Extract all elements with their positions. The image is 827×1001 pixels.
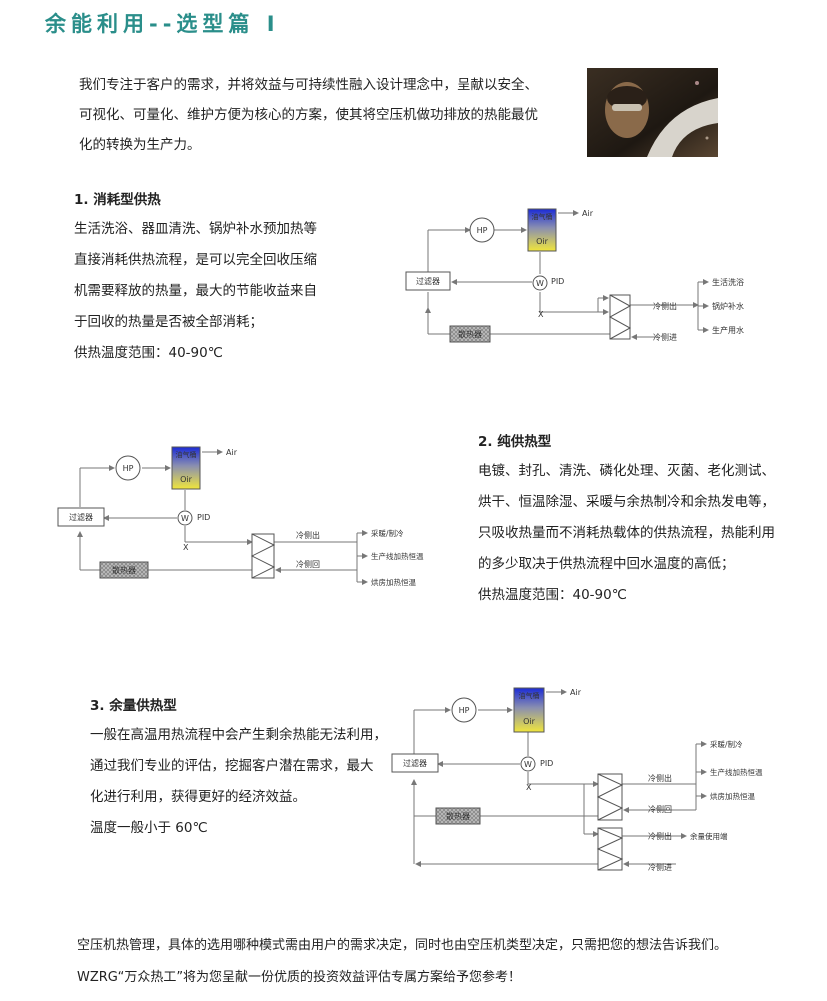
heat-exchanger-icon [597,827,623,871]
filter-box [57,507,105,527]
oil-tank-icon [527,208,557,252]
cold-out-label: 冷侧出 [296,530,320,540]
section-line: 温度一般小于 60℃ [90,820,208,836]
filter-label: 过滤器 [69,512,93,522]
section-heading: 3. 余量供热型 [90,698,177,714]
heat-pump-icon [115,455,141,481]
radiator-label: 散热器 [458,329,482,339]
heat-exchanger-icon [251,533,275,579]
intro-line: 我们专注于客户的需求，并将效益与可持续性融入设计理念中，呈献以安全、 [79,77,538,93]
section-line: 供热温度范围：40-90℃ [74,345,223,361]
use-label: 生产线加热恒温 [371,551,424,561]
heat-pump-icon [451,697,477,723]
cold-in-label: 冷侧进 [648,862,672,872]
oir-label: Oir [523,717,536,726]
radiator-box [449,325,491,343]
pid-label: PID [551,277,564,286]
engineer-photo [587,68,718,157]
diagram-pure-heating: HP 油气桶 Oir Air W PID X 过滤器 散热器 冷侧出 冷侧回 采… [57,446,424,587]
use-label: 生产线加热恒温 [710,767,763,777]
valve-icon [532,275,548,291]
tank-label: 油气桶 [519,691,540,700]
intro-line: 可视化、可量化、维护方便为核心的方案，使其将空压机做功排放的热能最优 [79,107,538,123]
hp-label: HP [477,226,488,235]
heat-exchanger-icon [609,294,631,340]
hp-label: HP [123,464,134,473]
cold-out-label: 冷侧出 [653,301,677,311]
radiator-box [435,807,481,825]
section-line: 的多少取决于供热流程中回水温度的高低； [478,556,735,572]
filter-box [391,753,439,773]
w-label: W [524,760,532,769]
diagram-consumption: HP 油气桶 Oir Air W PID X 过滤器 散热器 冷侧出 冷侧进 生… [405,208,744,343]
use-label: 烘房加热恒温 [710,791,755,801]
x-label: X [538,310,544,319]
tank-label: 油气桶 [176,450,197,459]
section-line: 电镀、封孔、清洗、磷化处理、灭菌、老化测试、 [478,463,775,479]
radiator-label: 散热器 [446,811,470,821]
w-label: W [536,279,544,288]
footer-paragraph: 空压机热管理，具体的选用哪种模式需由用户的需求决定，同时也由空压机类型决定，只需… [77,930,727,994]
pid-label: PID [540,759,553,768]
filter-label: 过滤器 [403,758,427,768]
section-line: 直接消耗供热流程，是可以完全回收压缩 [74,252,317,268]
footer-line: WZRG“万众热工”将为您呈献一份优质的投资效益评估专属方案给予您参考！ [77,970,522,985]
section-heading: 1. 消耗型供热 [74,192,161,208]
air-label: Air [570,688,582,697]
cold-return-label: 冷侧回 [296,559,320,569]
cold-return-label: 冷侧回 [648,804,672,814]
section-surplus-heating: 3. 余量供热型 一般在高温用热流程中会产生剩余热能无法利用， 通过我们专业的评… [90,694,387,844]
filter-box [405,271,451,291]
use-label: 锅炉补水 [712,301,744,311]
diagram-surplus-heating: HP 油气桶 Oir Air W PID X 过滤器 散热器 冷侧出 冷侧回 冷… [391,687,763,872]
pid-label: PID [197,513,210,522]
radiator-box [99,561,149,579]
section-pure-heating: 2. 纯供热型 电镀、封孔、清洗、磷化处理、灭菌、老化测试、 烘干、恒温除湿、采… [478,430,775,611]
oil-tank-icon [513,687,545,733]
section-line: 只吸收热量而不消耗热载体的供热流程，热能利用 [478,525,775,541]
use-label: 采暖/制冷 [710,739,743,749]
section-consumption: 1. 消耗型供热 生活洗浴、器皿清洗、锅炉补水预加热等 直接消耗供热流程，是可以… [74,188,317,369]
oir-label: Oir [180,475,193,484]
tank-label: 油气桶 [532,212,553,221]
section-line: 机需要释放的热量，最大的节能收益来自 [74,283,317,299]
heat-pump-icon [469,217,495,243]
radiator-label: 散热器 [112,565,136,575]
intro-paragraph: 我们专注于客户的需求，并将效益与可持续性融入设计理念中，呈献以安全、 可视化、可… [79,70,539,160]
section-line: 于回收的热量是否被全部消耗； [74,314,263,330]
use-label: 生产用水 [712,325,744,335]
use-label: 烘房加热恒温 [371,577,416,587]
use-label: 采暖/制冷 [371,528,404,538]
section-line: 烘干、恒温除湿、采暖与余热制冷和余热发电等， [478,494,775,510]
cold-out-label: 冷侧出 [648,831,672,841]
oil-tank-icon [171,446,201,490]
hp-label: HP [459,706,470,715]
section-line: 一般在高温用热流程中会产生剩余热能无法利用， [90,727,387,743]
valve-icon [520,756,536,772]
w-label: W [181,514,189,523]
section-line: 供热温度范围：40-90℃ [478,587,627,603]
section-heading: 2. 纯供热型 [478,434,552,450]
heat-exchanger-icon [597,773,623,821]
air-label: Air [582,209,594,218]
section-line: 通过我们专业的评估，挖掘客户潜在需求，最大 [90,758,374,774]
valve-icon [177,510,193,526]
cold-in-label: 冷侧进 [653,332,677,342]
cold-out-label: 冷侧出 [648,773,672,783]
use-label: 生活洗浴 [712,277,744,287]
section-line: 生活洗浴、器皿清洗、锅炉补水预加热等 [74,221,317,237]
x-label: X [526,783,532,792]
intro-line: 化的转换为生产力。 [79,137,201,153]
surplus-use-label: 余量使用端 [690,831,728,841]
x-label: X [183,543,189,552]
footer-line: 空压机热管理，具体的选用哪种模式需由用户的需求决定，同时也由空压机类型决定，只需… [77,938,728,953]
section-line: 化进行利用，获得更好的经济效益。 [90,789,306,805]
oir-label: Oir [536,237,549,246]
filter-label: 过滤器 [416,276,440,286]
air-label: Air [226,448,238,457]
page-title: 余能利用--选型篇 I [45,12,280,36]
